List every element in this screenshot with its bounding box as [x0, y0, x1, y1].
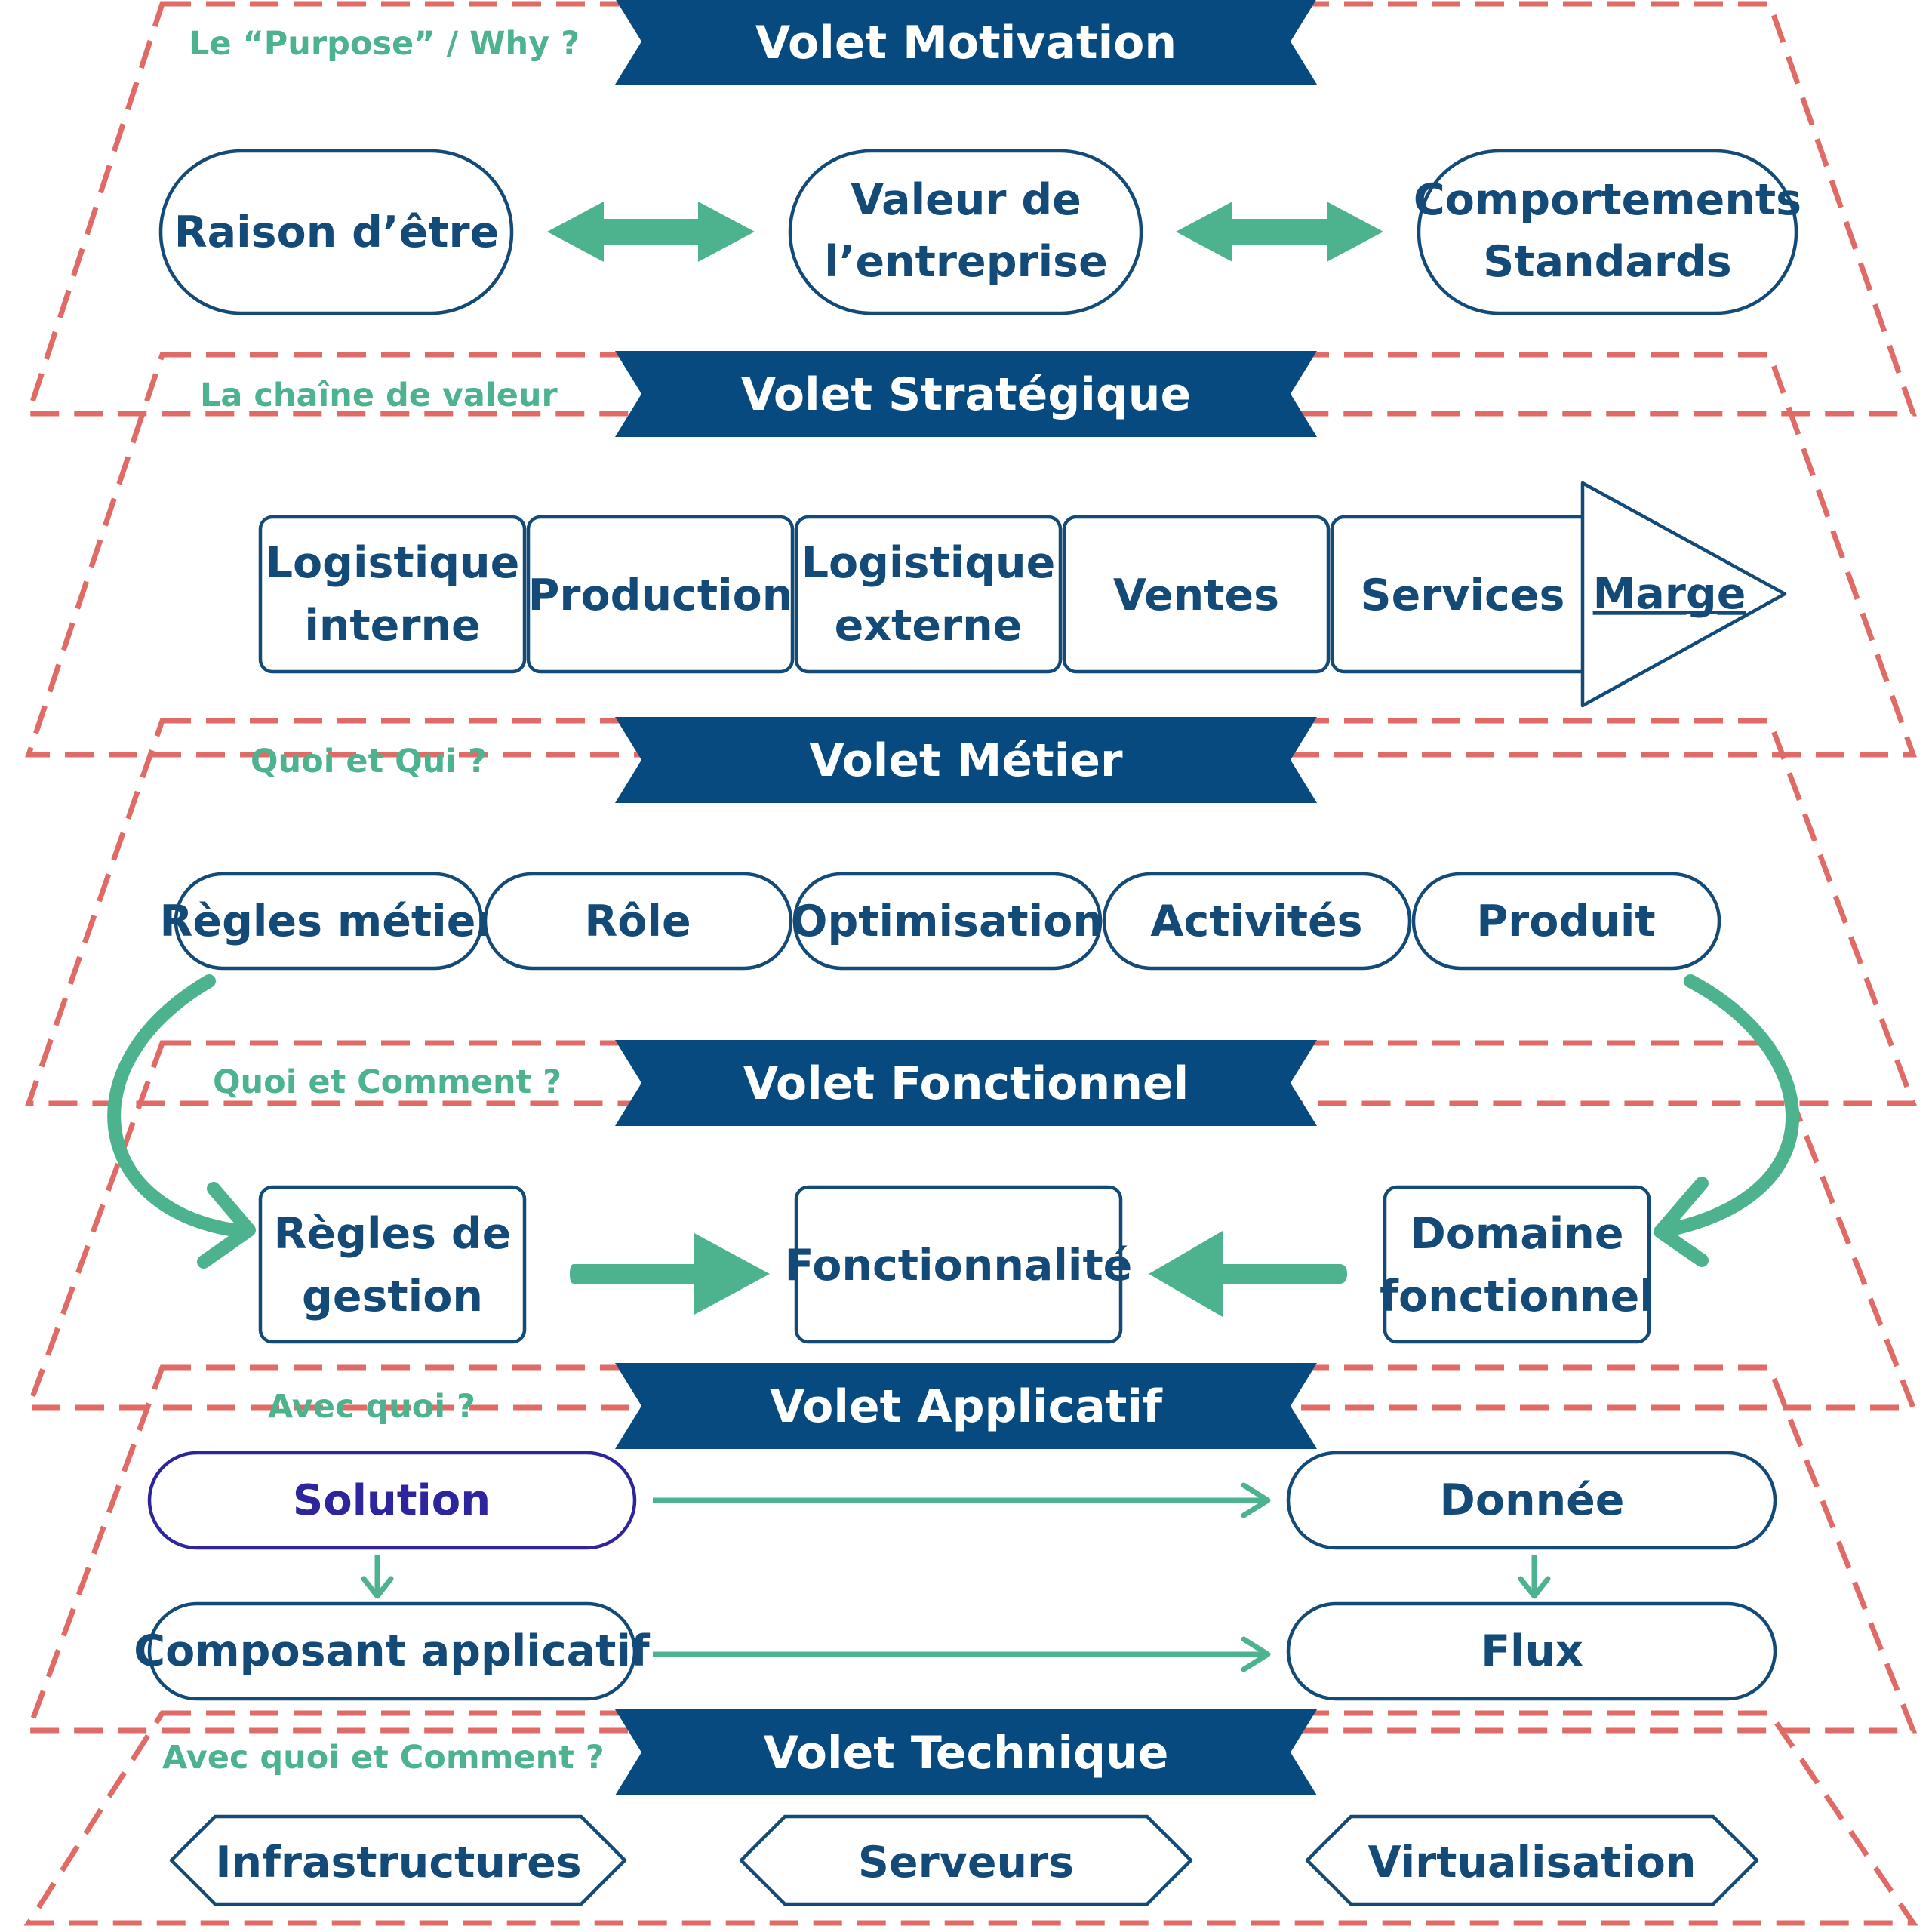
fonc-regles-gestion: Règles de gestion	[258, 1185, 527, 1344]
arrow-right-icon	[570, 1233, 770, 1315]
chain-production-label: Production	[528, 571, 793, 620]
tech-infrastructures-label: Infrastructures	[215, 1838, 581, 1887]
metier-activites-label: Activités	[1150, 897, 1362, 946]
banner-applicatif: Volet Applicatif	[615, 1363, 1317, 1449]
app-flux: Flux	[1286, 1601, 1777, 1701]
chain-ventes: Ventes	[1062, 515, 1331, 674]
tech-infrastructures: Infrastructures	[169, 1814, 627, 1906]
fonc-fonctionnalite: Fonctionnalité	[785, 1185, 1133, 1344]
chain-marge-arrow: Marge	[1580, 481, 1787, 708]
node-valeur-entreprise: Valeur de l’entreprise	[788, 149, 1143, 315]
banner-fonctionnel-label: Volet Fonctionnel	[743, 1057, 1189, 1110]
metier-role: Rôle	[483, 872, 793, 971]
node-comportements-line-2: Standards	[1483, 237, 1731, 287]
metier-produit-label: Produit	[1476, 897, 1655, 946]
banner-fonctionnel: Volet Fonctionnel	[615, 1040, 1317, 1126]
chain-ventes-label: Ventes	[1113, 571, 1279, 620]
tech-virtualisation-label: Virtualisation	[1367, 1838, 1696, 1887]
double-arrow-icon	[547, 202, 755, 262]
metier-activites: Activités	[1102, 872, 1412, 971]
question-metier: Quoi et Qui ?	[251, 743, 487, 780]
metier-optimisation: Optimisation	[791, 872, 1103, 971]
metier-role-label: Rôle	[584, 897, 691, 946]
chain-production: Production	[526, 515, 795, 674]
metier-optimisation-label: Optimisation	[791, 897, 1103, 946]
fonc-domaine-line-1: Domaine	[1410, 1209, 1623, 1259]
question-strategique: La chaîne de valeur	[200, 377, 558, 414]
arrow-down-icon	[361, 1555, 394, 1599]
app-composant-label: Composant applicatif	[134, 1626, 651, 1676]
fonc-domaine-fonctionnel: Domaine fonctionnel	[1380, 1185, 1654, 1344]
node-valeur-line-1: Valeur de	[851, 175, 1081, 225]
question-applicatif: Avec quoi ?	[268, 1388, 475, 1426]
node-valeur-line-2: l’entreprise	[824, 237, 1107, 287]
curved-arrow-left-icon	[107, 974, 256, 1269]
question-fonctionnel: Quoi et Comment ?	[213, 1063, 561, 1101]
arrow-left-icon	[1149, 1231, 1347, 1317]
arrow-right-icon	[653, 1636, 1271, 1672]
banner-strategique-label: Volet Stratégique	[741, 368, 1191, 421]
curved-arrow-right-icon	[1654, 974, 1799, 1267]
tech-serveurs: Serveurs	[739, 1814, 1193, 1906]
fonc-regles-gestion-line-1: Règles de	[274, 1209, 512, 1259]
question-motivation: Le “Purpose” / Why ?	[189, 25, 580, 63]
fonc-regles-gestion-line-2: gestion	[302, 1272, 483, 1321]
tech-virtualisation: Virtualisation	[1305, 1814, 1759, 1906]
app-donnee: Donnée	[1286, 1451, 1777, 1550]
banner-metier-label: Volet Métier	[809, 734, 1123, 787]
app-donnee-label: Donnée	[1440, 1475, 1625, 1525]
arrow-right-icon	[653, 1482, 1271, 1518]
banner-strategique: Volet Stratégique	[615, 351, 1317, 437]
fonc-fonctionnalite-label: Fonctionnalité	[785, 1241, 1133, 1291]
chain-services-label: Services	[1361, 571, 1565, 620]
node-comportements-standards: Comportements Standards	[1414, 149, 1801, 315]
metier-produit: Produit	[1411, 872, 1721, 971]
banner-technique: Volet Technique	[615, 1709, 1317, 1795]
question-technique: Avec quoi et Comment ?	[162, 1739, 605, 1777]
banner-motivation: Volet Motivation	[615, 0, 1317, 85]
fonc-domaine-line-2: fonctionnel	[1380, 1272, 1654, 1321]
node-raison-detre: Raison d’être	[158, 149, 514, 315]
chain-marge-label: Marge	[1593, 569, 1746, 619]
node-comportements-line-1: Comportements	[1414, 175, 1801, 225]
double-arrow-icon	[1176, 202, 1383, 262]
app-solution-label: Solution	[293, 1476, 491, 1525]
app-composant-applicatif: Composant applicatif	[134, 1601, 651, 1701]
arrow-down-icon	[1518, 1555, 1551, 1599]
metier-regles-metier-label: Règles métier	[160, 897, 497, 946]
banner-metier: Volet Métier	[615, 717, 1317, 803]
banner-technique-label: Volet Technique	[764, 1727, 1169, 1780]
app-flux-label: Flux	[1481, 1626, 1583, 1676]
chain-logistique-externe-line-2: externe	[835, 601, 1023, 651]
chain-logistique-interne-line-1: Logistique	[266, 538, 520, 588]
chain-logistique-externe: Logistique externe	[794, 515, 1063, 674]
chain-logistique-interne: Logistique interne	[258, 515, 527, 674]
tech-serveurs-label: Serveurs	[858, 1838, 1074, 1887]
metier-regles-metier: Règles métier	[160, 872, 497, 971]
chain-logistique-externe-line-1: Logistique	[801, 538, 1056, 588]
banner-applicatif-label: Volet Applicatif	[770, 1380, 1163, 1433]
app-solution: Solution	[147, 1451, 637, 1550]
banner-motivation-label: Volet Motivation	[755, 17, 1177, 69]
chain-services: Services	[1330, 515, 1614, 674]
node-raison-detre-label: Raison d’être	[174, 208, 500, 257]
chain-logistique-interne-line-2: interne	[304, 601, 480, 651]
